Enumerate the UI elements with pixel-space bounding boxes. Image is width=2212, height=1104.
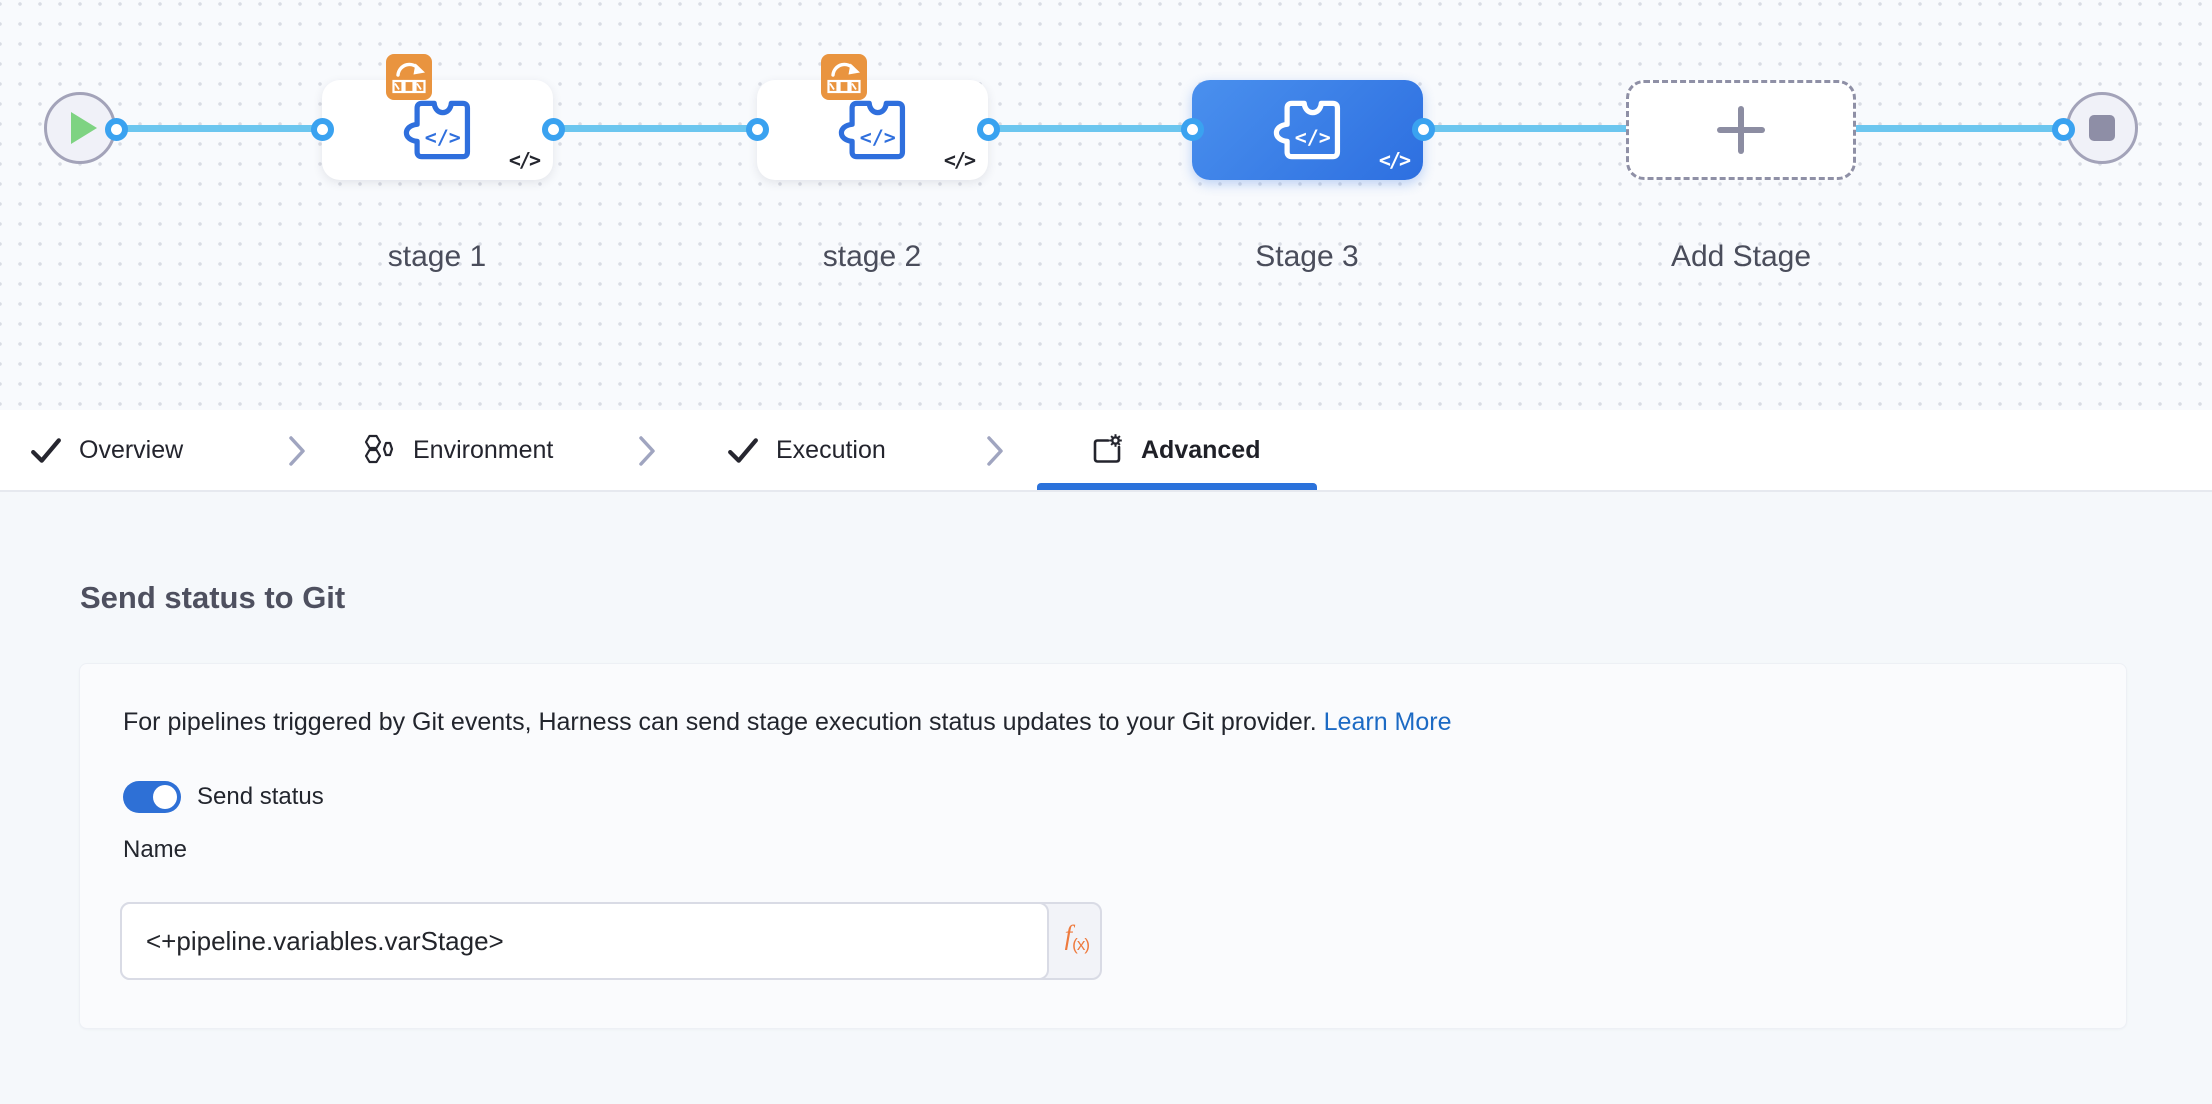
pipeline-canvas[interactable]: </> </> </> </>: [0, 0, 2212, 411]
stage-config-tabbar: Overview Environment Execution: [0, 410, 2212, 492]
tab-label: Overview: [79, 435, 184, 464]
custom-stage-puzzle-icon: </>: [838, 100, 905, 160]
pipeline-start-node: [44, 92, 116, 164]
send-status-card: For pipelines triggered by Git events, H…: [79, 663, 2127, 1029]
port-end-in: [2052, 118, 2075, 141]
check-icon: [31, 438, 61, 463]
hexagons-icon: [364, 434, 394, 464]
deploy-stage-badge-icon: [821, 54, 867, 100]
code-view-icon: </>: [508, 148, 541, 172]
section-heading: Send status to Git: [80, 580, 346, 615]
card-description: For pipelines triggered by Git events, H…: [123, 704, 1452, 740]
code-view-icon: </>: [1378, 148, 1411, 172]
svg-text:</>: </>: [424, 125, 460, 149]
stage-label: stage 2: [822, 240, 922, 273]
toggle-knob: [153, 785, 177, 809]
add-stage-label: Add Stage: [1670, 240, 1812, 273]
tab-label: Environment: [413, 435, 554, 464]
deploy-stage-badge-icon: [386, 54, 432, 100]
custom-stage-puzzle-icon: </>: [403, 100, 470, 160]
tab-environment[interactable]: Environment: [362, 410, 553, 490]
plus-icon-bar: [1738, 106, 1744, 154]
tab-label: Advanced: [1141, 435, 1261, 464]
check-icon: [728, 438, 758, 463]
custom-stage-puzzle-icon: </>: [1273, 100, 1340, 160]
svg-text:</>: </>: [1294, 125, 1330, 149]
active-tab-indicator: [1037, 483, 1317, 490]
tab-label: Execution: [776, 435, 886, 464]
port-stage1-out: [542, 118, 565, 141]
stage-node-stage3-selected[interactable]: </> </>: [1192, 80, 1423, 180]
chevron-right-icon: [987, 436, 1003, 466]
port-stage2-out: [977, 118, 1000, 141]
port-stage3-in: [1181, 118, 1204, 141]
edge-addstage-end: [1854, 125, 2066, 132]
port-stage2-in: [746, 118, 769, 141]
add-stage-button[interactable]: [1626, 80, 1856, 180]
chevron-right-icon: [639, 436, 655, 466]
edge-stage2-stage3: [986, 125, 1196, 132]
tab-execution[interactable]: Execution: [727, 410, 886, 490]
advanced-tab-content: Send status to Git For pipelines trigger…: [0, 492, 2212, 1104]
send-status-toggle[interactable]: [123, 781, 181, 813]
learn-more-link[interactable]: Learn More: [1323, 708, 1452, 736]
name-field-label: Name: [123, 836, 188, 863]
stop-icon: [2089, 115, 2115, 141]
name-input[interactable]: [120, 902, 1049, 980]
edge-start-stage1: [110, 125, 326, 132]
edge-stage1-stage2: [551, 125, 761, 132]
pipeline-end-node: [2066, 92, 2138, 164]
code-view-icon: </>: [943, 148, 976, 172]
tab-overview[interactable]: Overview: [30, 410, 183, 490]
stage-label: stage 1: [387, 240, 487, 273]
fx-icon: f(x): [1064, 920, 1090, 954]
port-stage1-in: [311, 118, 334, 141]
chevron-right-icon: [289, 436, 305, 466]
stage-node-stage2[interactable]: </> </>: [757, 80, 988, 180]
play-icon: [71, 112, 97, 144]
advanced-gear-icon: [1093, 434, 1122, 463]
port-start-out: [105, 118, 128, 141]
svg-text:</>: </>: [859, 125, 895, 149]
stage-label: Stage 3: [1255, 240, 1359, 273]
port-stage3-out: [1412, 118, 1435, 141]
description-text: For pipelines triggered by Git events, H…: [123, 708, 1317, 736]
edge-stage3-addstage: [1421, 125, 1630, 132]
stage-node-stage1[interactable]: </> </>: [322, 80, 553, 180]
tab-advanced[interactable]: Advanced: [1090, 410, 1260, 490]
toggle-label: Send status: [197, 783, 324, 810]
